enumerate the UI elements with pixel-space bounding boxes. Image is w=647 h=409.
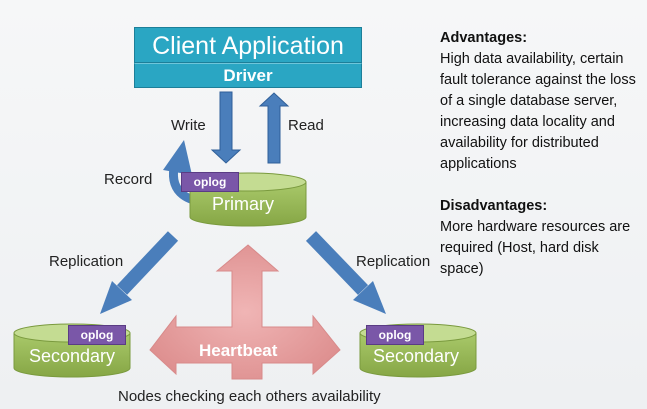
secondary-right-oplog-badge: oplog — [366, 325, 424, 345]
secondary-left-oplog-badge: oplog — [68, 325, 126, 345]
record-label: Record — [104, 171, 153, 188]
primary-label: Primary — [212, 194, 274, 214]
heartbeat-label: Heartbeat — [199, 341, 278, 360]
replication-right-label: Replication — [356, 253, 431, 270]
read-label: Read — [288, 117, 324, 134]
primary-oplog-badge: oplog — [181, 172, 239, 192]
write-label: Write — [171, 117, 206, 134]
read-arrow — [258, 92, 290, 164]
disadvantages-heading: Disadvantages: — [440, 198, 548, 214]
secondary-right-label: Secondary — [373, 346, 460, 366]
side-spacer — [440, 175, 645, 196]
client-application-box: Client Application — [134, 27, 362, 63]
write-arrow — [210, 91, 242, 164]
diagram-caption: Nodes checking each others availability — [118, 388, 381, 405]
advantages-text: High data availability, certain fault to… — [440, 51, 636, 172]
replication-arrow-right — [305, 231, 386, 314]
replication-left-label: Replication — [49, 253, 124, 270]
secondary-left-label: Secondary — [29, 346, 116, 366]
record-arrow-head — [163, 140, 192, 175]
replication-arrow-left — [100, 231, 179, 314]
driver-box: Driver — [134, 63, 362, 88]
heartbeat-arrow — [149, 244, 341, 380]
side-notes: Advantages: High data availability, cert… — [440, 28, 645, 280]
advantages-heading: Advantages: — [440, 30, 528, 46]
disadvantages-text: More hardware resources are required (Ho… — [440, 219, 631, 277]
